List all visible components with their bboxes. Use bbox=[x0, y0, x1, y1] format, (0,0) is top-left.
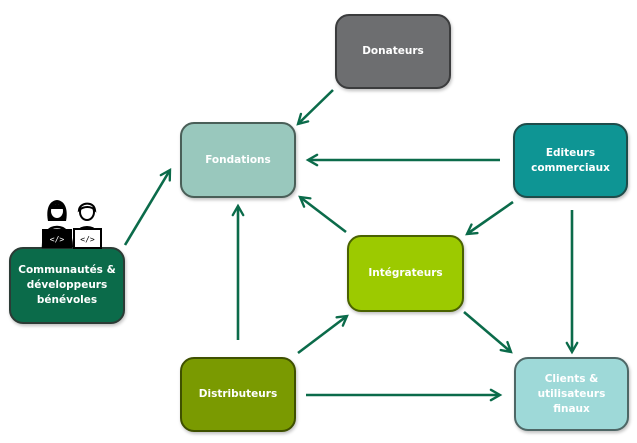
node-integrateurs: Intégrateurs bbox=[347, 235, 464, 312]
node-fondations-label: Fondations bbox=[205, 153, 271, 166]
node-donateurs: Donateurs bbox=[335, 14, 451, 89]
node-editeurs-label: Editeurs commerciaux bbox=[531, 146, 610, 174]
developer-male-icon: </> bbox=[72, 202, 102, 249]
edge-integrateurs-fondations bbox=[298, 195, 347, 234]
node-editeurs-commerciaux: Editeurs commerciaux bbox=[513, 123, 628, 198]
node-distributeurs-label: Distributeurs bbox=[198, 388, 278, 400]
node-communautes: Communautés & développeurs bénévoles bbox=[9, 247, 125, 324]
node-fondations: Fondations bbox=[180, 122, 296, 198]
node-clients-label: Clients & utilisateurs finaux bbox=[537, 372, 606, 415]
node-donateurs-label: Donateurs bbox=[362, 45, 424, 57]
developers-icon: </> </> bbox=[41, 200, 102, 249]
developer-female-icon: </> bbox=[41, 200, 73, 249]
svg-text:</>: </> bbox=[50, 235, 65, 244]
svg-text:</>: </> bbox=[80, 235, 95, 244]
edge-editeurs-integrateurs bbox=[465, 200, 514, 236]
node-distributeurs: Distributeurs bbox=[180, 357, 296, 432]
node-integrateurs-label: Intégrateurs bbox=[368, 267, 443, 279]
node-clients: Clients & utilisateurs finaux bbox=[514, 357, 629, 431]
edge-communautes-fondations bbox=[123, 167, 172, 246]
edge-donateurs-fondations bbox=[296, 89, 334, 126]
edge-integrateurs-clients bbox=[463, 311, 513, 354]
node-communautes-label: Communautés & développeurs bénévoles bbox=[18, 264, 116, 306]
edge-distributeurs-integrateurs bbox=[297, 314, 349, 355]
